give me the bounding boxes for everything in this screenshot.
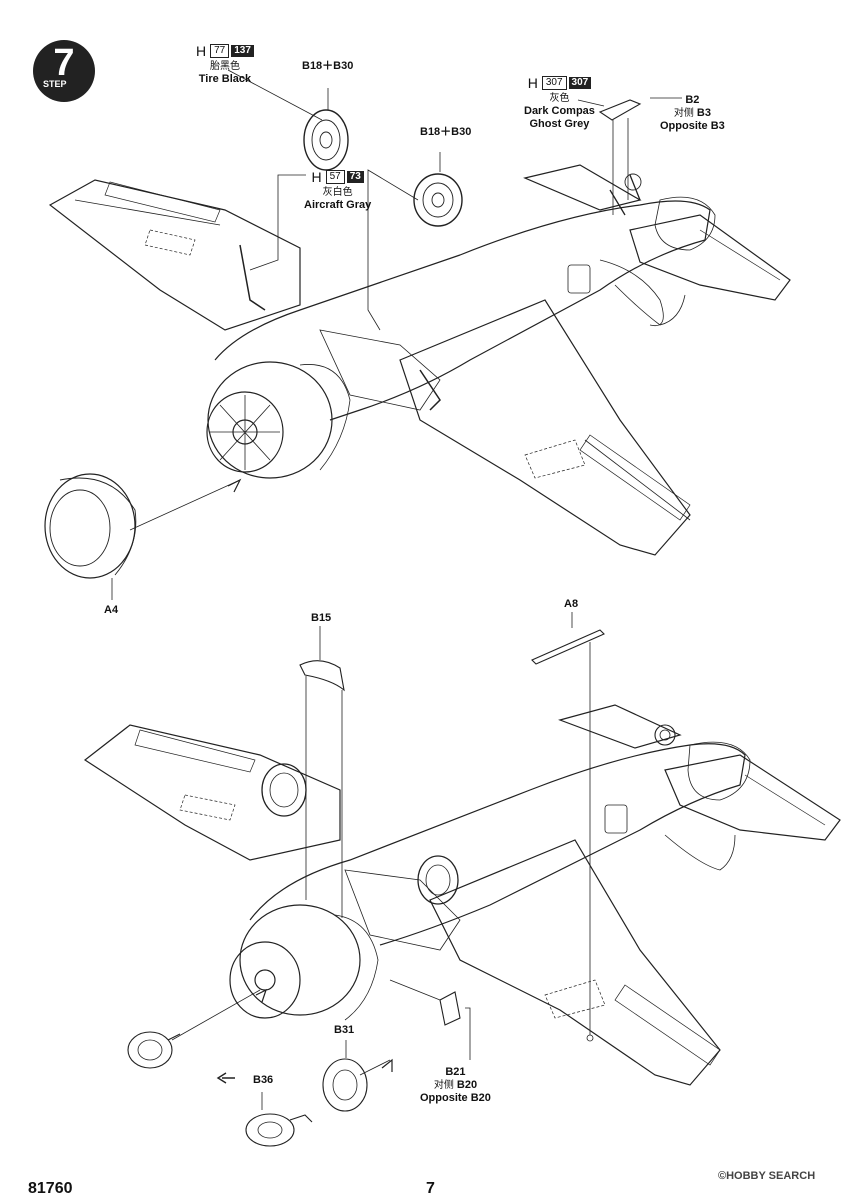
part-label-a4: A4	[104, 604, 119, 616]
step-badge: 7 STEP	[33, 40, 95, 102]
step-number: 7	[53, 42, 75, 84]
paint-brand-h: H	[311, 168, 322, 185]
wheel-part-label-1: B18＋B30	[302, 60, 354, 72]
color-name-en: Aircraft Gray	[304, 198, 372, 211]
paint-brand-h: H	[527, 74, 538, 91]
tail-color-callout: H 307 307 灰色 Dark Compas Ghost Grey	[524, 76, 595, 131]
paint-code-1: 307	[541, 76, 567, 90]
paint-code-2: 73	[346, 171, 364, 183]
step-label: STEP	[43, 79, 67, 89]
part-label-b31: B31	[334, 1024, 355, 1036]
opposite-part: B20	[456, 1079, 478, 1091]
opposite-cn: 对侧	[673, 108, 694, 119]
insert-arrow	[227, 478, 242, 493]
paint-code-2: 307	[568, 77, 592, 89]
color-name-en-2: Ghost Grey	[529, 117, 590, 130]
hub-color-callout: H 57 73 灰白色 Aircraft Gray	[304, 170, 371, 212]
paint-code-1: 77	[210, 44, 230, 58]
watermark-text: ©HOBBY SEARCH	[718, 1170, 816, 1182]
color-name-cn: 灰色	[549, 92, 570, 104]
paint-code-1: 57	[325, 170, 345, 184]
opposite-en: Opposite B3	[660, 120, 725, 132]
part-label-b36: B36	[253, 1074, 274, 1086]
insert-arrow	[255, 988, 268, 1003]
color-name-cn: 灰白色	[322, 186, 353, 198]
opposite-part: B3	[696, 107, 711, 119]
color-name-cn: 胎黑色	[209, 60, 240, 72]
lower-leader-lines	[171, 612, 594, 1110]
wheel-part-label-2: B18＋B30	[420, 126, 472, 138]
kit-code: 81760	[28, 1180, 73, 1197]
opposite-cn: 对侧	[433, 1080, 454, 1091]
tire-color-callout: H 77 137 胎黑色 Tire Black	[196, 44, 254, 86]
opposite-en: Opposite B20	[420, 1092, 491, 1104]
paint-code-2: 137	[231, 45, 254, 57]
b2-callout: B2 对侧 B3 Opposite B3	[660, 94, 725, 133]
page-number: 7	[426, 1180, 435, 1197]
color-name-en-1: Dark Compas	[524, 104, 595, 117]
step-badge-shape	[33, 40, 95, 102]
lower-aircraft-drawing	[83, 704, 841, 1086]
paint-brand-h: H	[196, 42, 207, 59]
upper-aircraft-drawing	[48, 164, 791, 556]
lower-parts	[127, 629, 605, 1147]
part-label-b15: B15	[311, 612, 332, 624]
b21-callout: B21 对侧 B20 Opposite B20	[420, 1066, 491, 1105]
part-label-b2: B2	[685, 94, 700, 106]
upper-leader-lines	[111, 69, 682, 600]
part-label-a8: A8	[564, 598, 579, 610]
insert-arrow	[381, 1058, 393, 1072]
part-label-b21: B21	[445, 1066, 466, 1078]
color-name-en: Tire Black	[198, 72, 252, 85]
